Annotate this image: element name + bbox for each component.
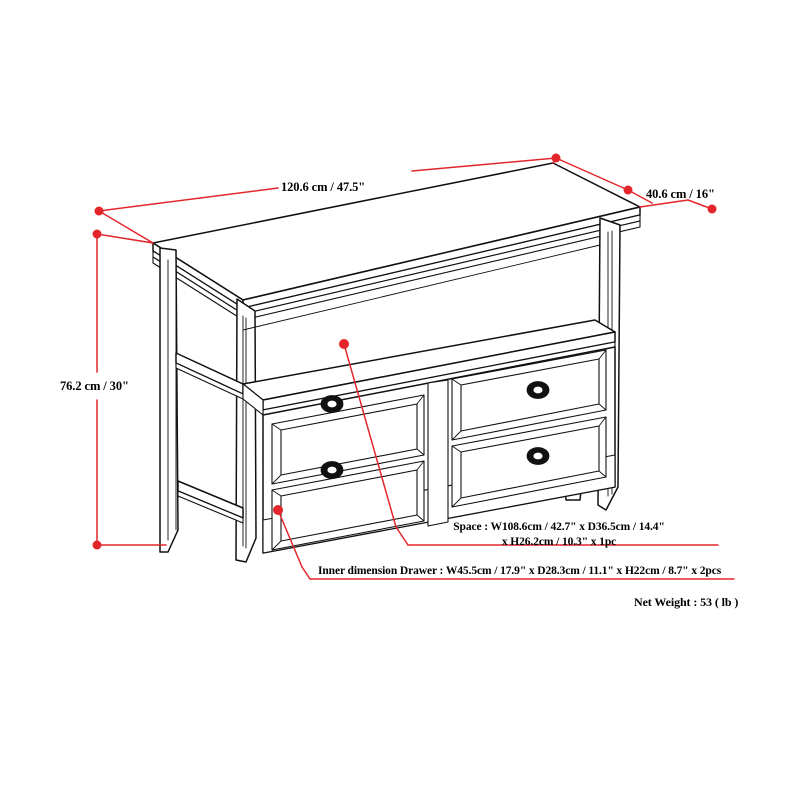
callout-space-line1: Space : W108.6cm / 42.7" x D36.5cm / 14.… bbox=[453, 521, 665, 533]
dimension-label-height: 76.2 cm / 30" bbox=[60, 379, 129, 393]
side-rail-upper-left bbox=[175, 352, 244, 400]
dimension-width bbox=[94, 153, 561, 244]
open-shelf bbox=[242, 244, 616, 416]
drawer-top-left bbox=[271, 394, 425, 485]
leg-rear-left bbox=[159, 247, 179, 553]
dimension-label-width: 120.6 cm / 47.5" bbox=[281, 180, 366, 194]
callout-leader-space bbox=[339, 339, 719, 546]
drawer-pull-top-left bbox=[320, 395, 344, 413]
callout-space-line2: x H26.2cm / 10.3" x 1pc bbox=[501, 536, 617, 548]
dimension-depth bbox=[555, 157, 717, 214]
drawer-pull-bottom-left bbox=[320, 461, 344, 479]
drawer-bottom-left bbox=[271, 460, 425, 551]
drawer-top-right bbox=[451, 349, 607, 441]
side-rail-lower-left bbox=[177, 480, 244, 524]
dimension-height bbox=[92, 229, 167, 550]
leg-front-left bbox=[235, 298, 257, 563]
table-top-edge bbox=[152, 206, 641, 321]
callout-label-space: Space : W108.6cm / 42.7" x D36.5cm / 14.… bbox=[404, 520, 714, 550]
callout-leader-drawer bbox=[273, 505, 735, 580]
drawer-divider-vertical bbox=[427, 379, 449, 527]
dimension-label-depth: 40.6 cm / 16" bbox=[646, 187, 715, 201]
callout-label-drawer: Inner dimension Drawer : W45.5cm / 17.9"… bbox=[318, 565, 722, 577]
drawer-pull-bottom-right bbox=[526, 447, 550, 465]
drawer-pull-top-right bbox=[526, 381, 550, 399]
drawer-bottom-right bbox=[451, 416, 607, 508]
net-weight-label: Net Weight : 53 ( lb ) bbox=[634, 595, 739, 609]
